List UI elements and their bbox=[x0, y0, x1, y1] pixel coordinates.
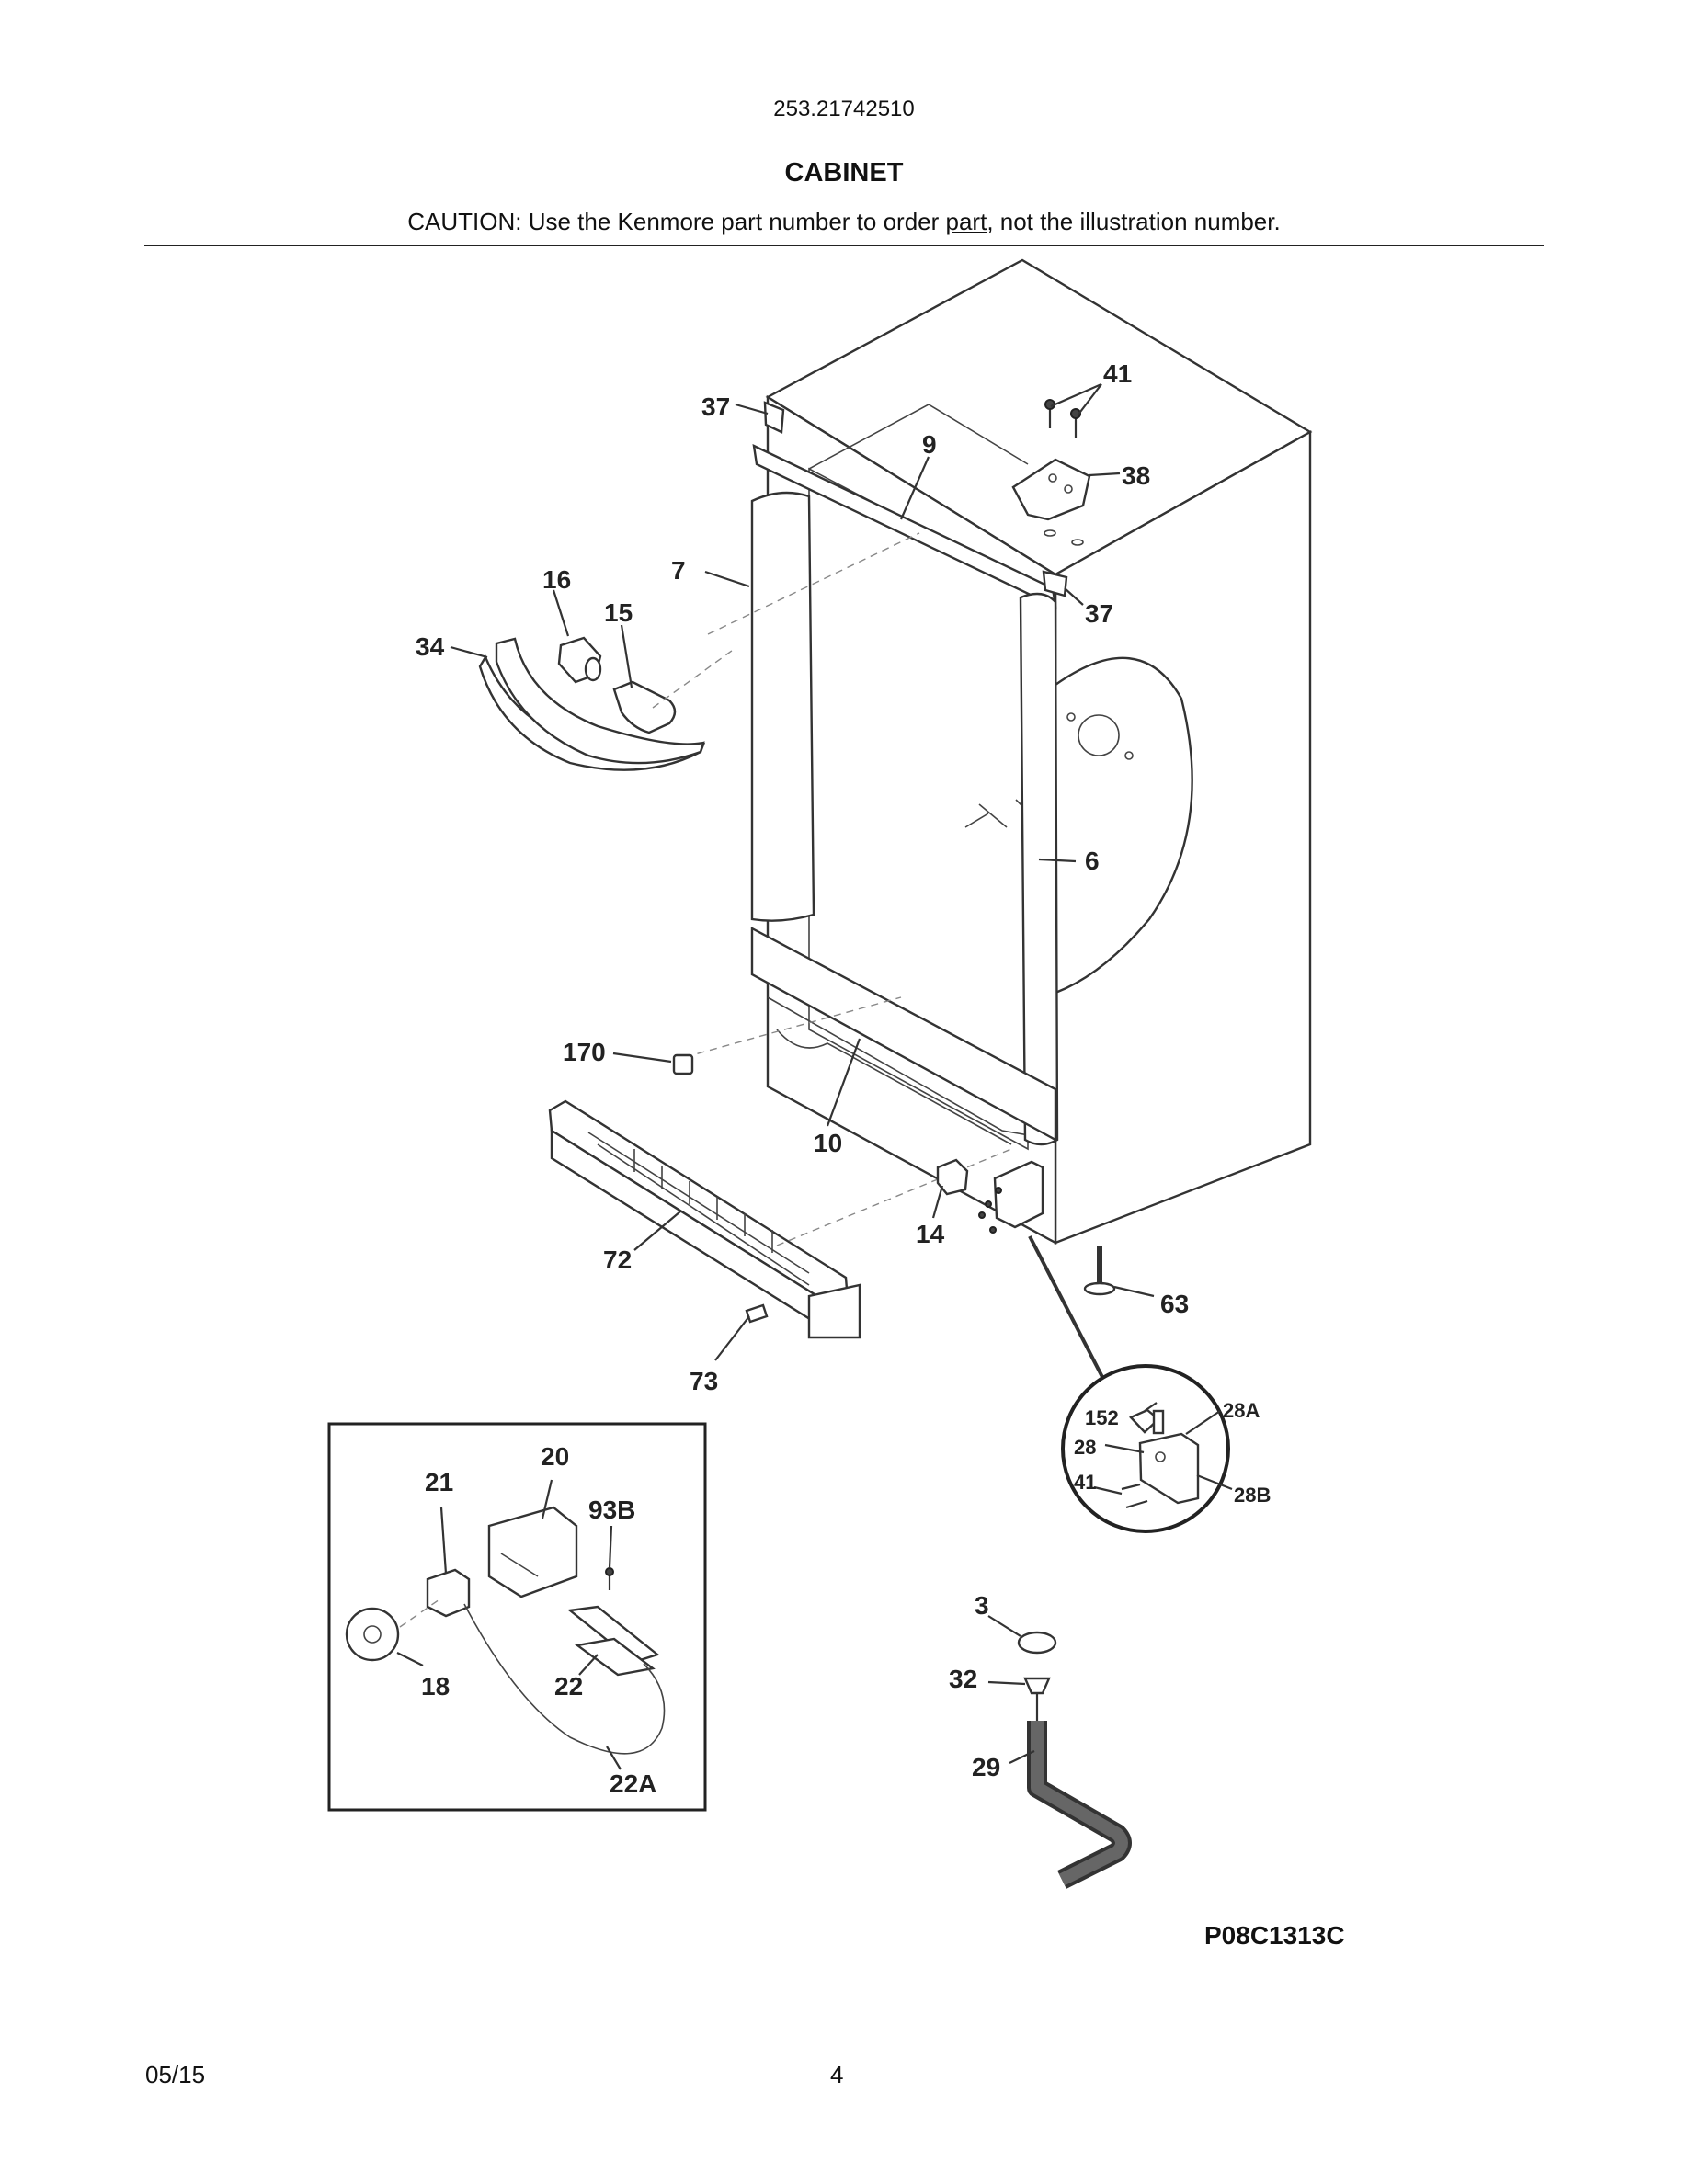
callout-37b: 37 bbox=[1085, 599, 1113, 628]
hinge-cover-top-left bbox=[763, 401, 785, 434]
model-number: 253.21742510 bbox=[773, 97, 915, 121]
kickplate-grille bbox=[548, 1099, 1012, 1339]
callout-15: 15 bbox=[604, 598, 633, 627]
switch-and-bottom-hinge bbox=[936, 1158, 1044, 1234]
caution-suffix: , not the illustration number. bbox=[987, 208, 1281, 235]
callout-73: 73 bbox=[690, 1367, 718, 1395]
caution-note: CAUTION: Use the Kenmore part number to … bbox=[0, 208, 1688, 236]
drawing-code: P08C1313C bbox=[1204, 1921, 1345, 1950]
section-title: CABINET bbox=[784, 158, 904, 188]
clip-170 bbox=[672, 1053, 694, 1075]
footer-page-number: 4 bbox=[830, 2061, 844, 2088]
hinge-cover-top-right bbox=[1042, 570, 1068, 597]
callout-7: 7 bbox=[671, 556, 686, 585]
callout-93B: 93B bbox=[588, 1496, 635, 1524]
callout-32: 32 bbox=[949, 1665, 977, 1693]
callout-9: 9 bbox=[922, 430, 937, 459]
hinge-detail-callout bbox=[1028, 1235, 1230, 1533]
callout-38: 38 bbox=[1122, 461, 1150, 490]
callout-3: 3 bbox=[975, 1591, 989, 1620]
callout-63: 63 bbox=[1160, 1290, 1189, 1318]
callout-41: 41 bbox=[1103, 359, 1132, 388]
leveling-leg bbox=[1083, 1246, 1116, 1296]
leader-lines bbox=[396, 382, 1233, 1770]
callout-72: 72 bbox=[603, 1246, 632, 1274]
mounting-pin-73 bbox=[745, 1303, 769, 1324]
caution-part-link: part bbox=[945, 208, 987, 235]
callout-170: 170 bbox=[563, 1038, 606, 1066]
callout-37a: 37 bbox=[701, 392, 730, 421]
callout-14: 14 bbox=[916, 1220, 945, 1248]
callout-21: 21 bbox=[425, 1468, 453, 1496]
callout-22: 22 bbox=[554, 1672, 583, 1701]
top-hinge-assembly bbox=[1011, 399, 1091, 546]
callout-20: 20 bbox=[541, 1442, 569, 1471]
callout-41b: 41 bbox=[1074, 1471, 1096, 1494]
callout-6: 6 bbox=[1085, 847, 1100, 875]
callout-28: 28 bbox=[1074, 1436, 1096, 1459]
callout-29: 29 bbox=[972, 1753, 1000, 1781]
callout-28A: 28A bbox=[1223, 1399, 1260, 1422]
footer-date: 05/15 bbox=[145, 2061, 206, 2088]
callout-16: 16 bbox=[542, 565, 571, 594]
door-gasket bbox=[684, 443, 1059, 1146]
callout-labels: 37 41 9 38 7 37 16 15 34 6 170 10 14 72 … bbox=[416, 359, 1271, 1798]
callout-10: 10 bbox=[814, 1129, 842, 1157]
drain-tube-assembly bbox=[1017, 1631, 1132, 1889]
defrost-inset bbox=[327, 1422, 707, 1812]
callout-152: 152 bbox=[1085, 1406, 1119, 1429]
caution-prefix: CAUTION: Use the Kenmore part number to … bbox=[407, 208, 946, 235]
callout-28B: 28B bbox=[1234, 1484, 1271, 1507]
callout-34: 34 bbox=[416, 632, 445, 661]
callout-22A: 22A bbox=[610, 1769, 656, 1798]
light-shield-assembly bbox=[478, 636, 736, 771]
callout-18: 18 bbox=[421, 1672, 450, 1701]
header-rule bbox=[144, 245, 1544, 246]
